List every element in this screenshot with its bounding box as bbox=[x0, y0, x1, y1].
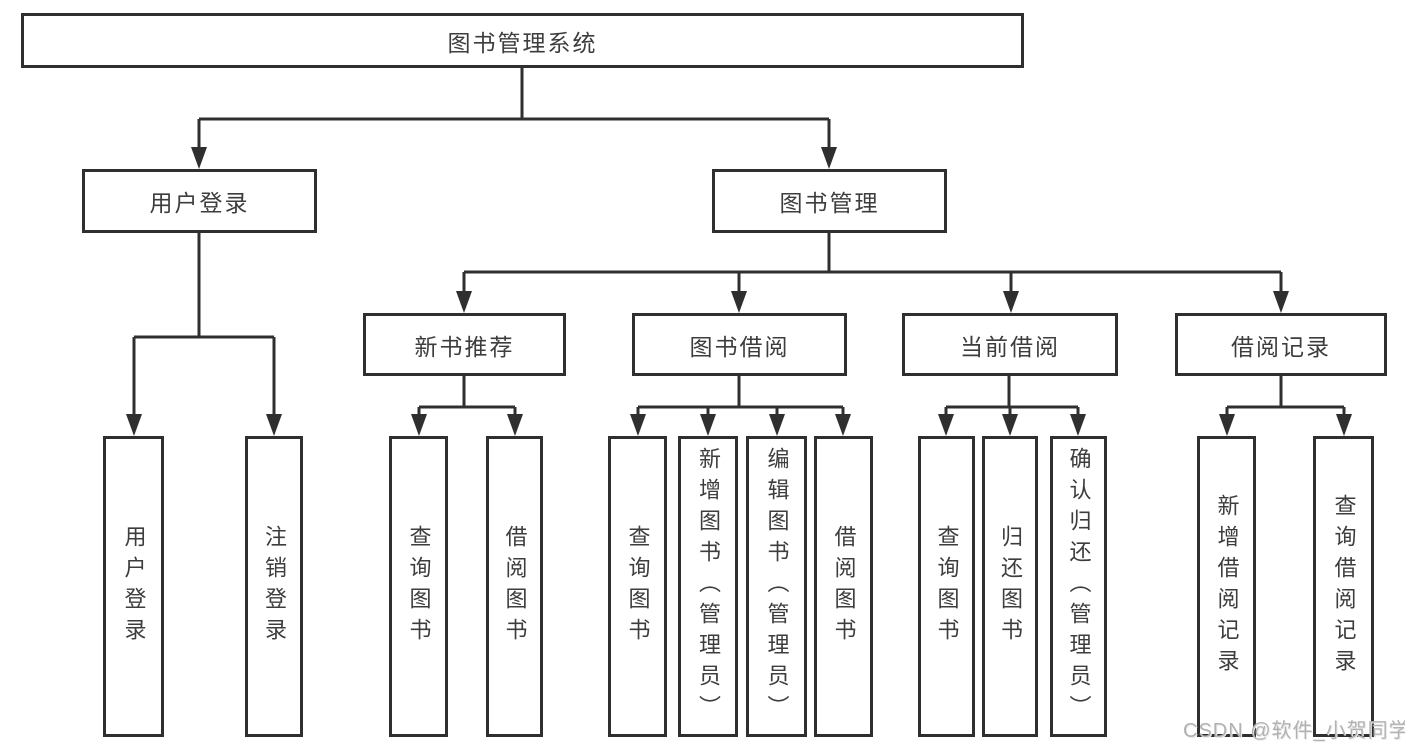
node-root: 图书管理系统 bbox=[21, 13, 1024, 68]
node-cb-confirm-return-admin: 确认归还（管理员） bbox=[1050, 436, 1107, 737]
node-cb-return-book: 归还图书 bbox=[982, 436, 1038, 737]
node-logout: 注销登录 bbox=[245, 436, 303, 737]
node-nb-query-book: 查询图书 bbox=[389, 436, 448, 737]
node-current-borrow: 当前借阅 bbox=[902, 313, 1118, 376]
node-bb-edit-book-admin: 编辑图书（管理员） bbox=[746, 436, 807, 737]
node-bb-query-book: 查询图书 bbox=[608, 436, 667, 737]
node-bb-add-book-admin: 新增图书（管理员） bbox=[678, 436, 738, 737]
node-br-add-record: 新增借阅记录 bbox=[1197, 436, 1256, 737]
node-book-borrow: 图书借阅 bbox=[632, 313, 847, 376]
node-br-query-record: 查询借阅记录 bbox=[1313, 436, 1374, 737]
node-new-book-recommend: 新书推荐 bbox=[363, 313, 566, 376]
csdn-watermark: CSDN @软件_小贺同学 bbox=[1183, 720, 1405, 742]
node-borrow-records: 借阅记录 bbox=[1175, 313, 1387, 376]
node-login: 用户登录 bbox=[103, 436, 164, 737]
node-nb-borrow-book: 借阅图书 bbox=[486, 436, 543, 737]
node-user-login: 用户登录 bbox=[82, 169, 317, 233]
node-book-management: 图书管理 bbox=[712, 169, 947, 233]
node-cb-query-book: 查询图书 bbox=[918, 436, 975, 737]
node-bb-borrow-book: 借阅图书 bbox=[814, 436, 873, 737]
